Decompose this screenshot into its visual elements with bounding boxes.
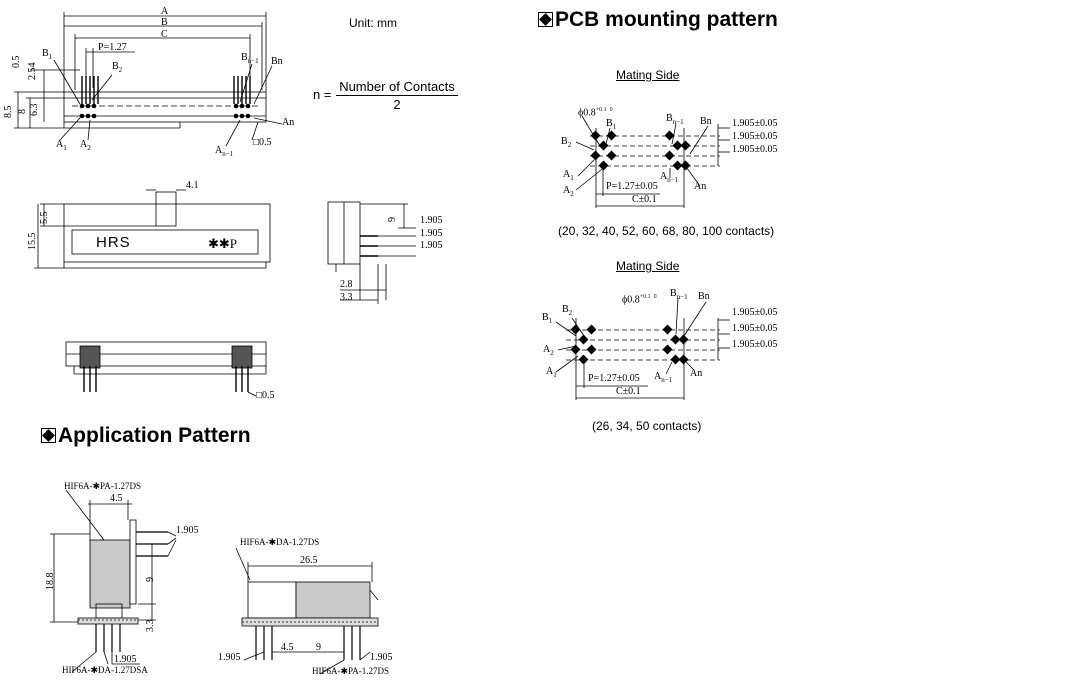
- app-heading-text: Application Pattern: [58, 424, 251, 447]
- app1-dim-1-905: 1.905: [176, 525, 199, 536]
- diamond-bullet-icon: [538, 12, 553, 27]
- app1-dim-3-3: 3.3: [145, 619, 156, 633]
- label-b1: B1: [42, 48, 53, 61]
- app1-bottom-part: HIF6A-✱DA-1.27DSA: [62, 665, 148, 675]
- pcb2-b2: B2: [562, 304, 573, 317]
- pcb2-an: An: [690, 368, 703, 379]
- pcb2-hole: ϕ0.8+0.1 0: [622, 294, 657, 306]
- pitch-2: 1.905: [420, 228, 443, 239]
- app2-dim-4-5: 4.5: [281, 642, 294, 653]
- formula-lhs: n =: [313, 87, 332, 102]
- pcb1-mating-side: Mating Side: [616, 68, 680, 82]
- pcb1-b1: B1: [606, 118, 617, 131]
- app2-dim-26-5: 26.5: [300, 555, 318, 566]
- app2-dim-9: 9: [316, 642, 321, 653]
- pcb1-bn: Bn: [700, 116, 712, 127]
- app1-dim-18-8: 18.8: [45, 572, 56, 591]
- dim-b: B: [161, 17, 168, 28]
- dim-8: 8: [17, 109, 28, 114]
- dim-square-0-5-bottom: □0.5: [256, 390, 275, 401]
- pcb1-an-1: An−1: [660, 171, 679, 184]
- label-bn: Bn: [271, 56, 283, 67]
- app2-top-part: HIF6A-✱DA-1.27DS: [240, 537, 320, 547]
- pcb2-a1: A1: [546, 366, 557, 379]
- pcb-pattern-1-lines: [575, 115, 730, 208]
- dim-2-8: 2.8: [340, 279, 353, 290]
- dim-c: C: [161, 29, 168, 40]
- connector-bottom-view: [65, 341, 267, 397]
- pcb2-an-1: An−1: [654, 371, 673, 384]
- app2-bottom-part: HIF6A-✱PA-1.27DS: [312, 666, 389, 676]
- dim-2-54: 2.54: [27, 62, 38, 81]
- dim-square-0-5: □0.5: [253, 137, 272, 148]
- app1-dim-4-5: 4.5: [110, 493, 123, 504]
- pcb2-mating-side: Mating Side: [616, 259, 680, 273]
- connector-top-view: [14, 12, 283, 147]
- pcb1-a1: A1: [563, 169, 574, 182]
- pcb2-tol-1: 1.905±0.05: [732, 307, 778, 318]
- dim-9: 9: [387, 217, 398, 222]
- pcb1-caption: (20, 32, 40, 52, 60, 68, 80, 100 contact…: [558, 224, 775, 238]
- dim-4-1: 4.1: [186, 180, 199, 191]
- pcb1-hole: ϕ0.8+0.1 0: [578, 107, 613, 119]
- dim-8-5: 8.5: [3, 105, 14, 119]
- app1-top-part: HIF6A-✱PA-1.27DS: [64, 481, 141, 491]
- pcb1-tol-3: 1.905±0.05: [732, 144, 778, 155]
- pcb1-pitch: P=1.27±0.05: [606, 181, 658, 192]
- pcb-heading-text: PCB mounting pattern: [555, 8, 778, 31]
- label-an: An: [282, 117, 295, 128]
- dim-3-3: 3.3: [340, 292, 353, 303]
- app2-dim-1-905-left: 1.905: [218, 652, 241, 663]
- label-a1: A1: [56, 139, 67, 152]
- app2-dim-1-905-right: 1.905: [370, 652, 393, 663]
- label-an-1: An−1: [215, 145, 234, 158]
- pcb2-c: C±0.1: [616, 386, 641, 397]
- application-2-lines: [235, 547, 379, 675]
- dim-a: A: [161, 6, 169, 17]
- pcb2-a2: A2: [543, 344, 554, 357]
- pcb1-bn-1: Bn−1: [666, 113, 684, 126]
- label-a2: A2: [80, 139, 91, 152]
- pcb2-tol-2: 1.905±0.05: [732, 323, 778, 334]
- part-mark: ✱✱P: [208, 236, 238, 251]
- pcb2-b1: B1: [542, 312, 553, 325]
- pcb2-bn: Bn: [698, 291, 710, 302]
- pitch-1: 1.905: [420, 215, 443, 226]
- connector-side-view: [327, 201, 416, 304]
- pcb-heading: PCB mounting pattern: [538, 9, 778, 30]
- pcb2-tol-3: 1.905±0.05: [732, 339, 778, 350]
- pcb1-tol-1: 1.905±0.05: [732, 118, 778, 129]
- pcb1-b2: B2: [561, 136, 572, 149]
- pcb2-pitch: P=1.27±0.05: [588, 373, 640, 384]
- formula-denominator: 2: [393, 97, 401, 112]
- formula-fraction: Number of Contacts 2: [336, 79, 458, 112]
- app1-dim-9: 9: [145, 577, 156, 582]
- dim-p: P=1.27: [98, 42, 127, 53]
- hrs-logo: HRS: [96, 234, 131, 251]
- pcb-pattern-2-lines: [555, 297, 730, 400]
- pcb2-bn-1: Bn−1: [670, 288, 688, 301]
- diamond-bullet-icon: [41, 428, 56, 443]
- label-b2: B2: [112, 61, 123, 74]
- unit-label: Unit: mm: [349, 16, 397, 30]
- app-heading: Application Pattern: [41, 425, 251, 446]
- dim-6-3: 6.3: [29, 103, 40, 117]
- application-1-lines: [50, 489, 177, 673]
- dim-15-5: 15.5: [27, 232, 38, 251]
- pitch-3: 1.905: [420, 240, 443, 251]
- app1-dim-bottom-1-905: 1.905: [114, 654, 137, 665]
- pcb1-a2: A2: [563, 185, 574, 198]
- connector-front-view: [34, 189, 271, 269]
- label-bn-1: Bn−1: [241, 52, 259, 65]
- pcb2-caption: (26, 34, 50 contacts): [592, 419, 702, 433]
- dim-0-5: 0.5: [11, 55, 22, 69]
- pcb1-c: C±0.1: [632, 194, 657, 205]
- dim-5-5: 5.5: [39, 211, 50, 225]
- pcb1-an: An: [694, 181, 707, 192]
- formula-numerator: Number of Contacts: [336, 79, 458, 96]
- pcb1-tol-2: 1.905±0.05: [732, 131, 778, 142]
